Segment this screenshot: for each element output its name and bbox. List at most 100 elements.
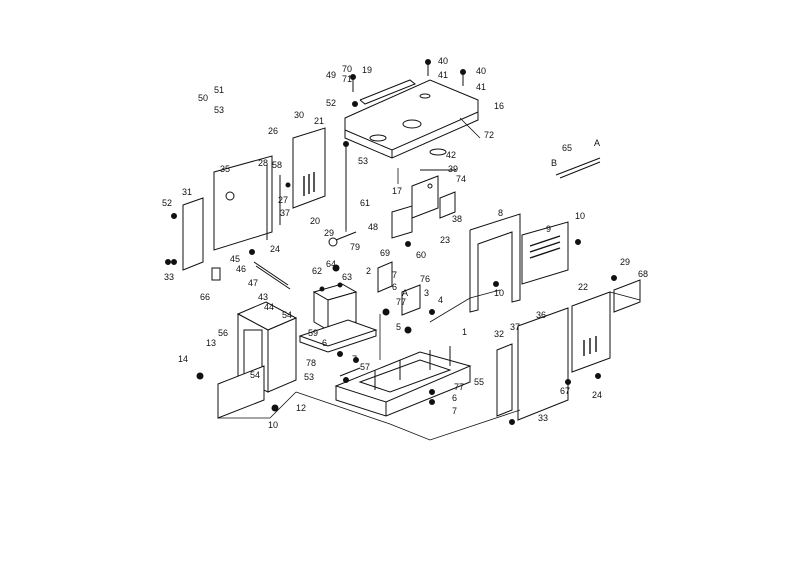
part-label-58: 58 [272, 160, 282, 170]
part-label-55: 55 [474, 377, 484, 387]
part-label-74: 74 [456, 174, 466, 184]
part-label-43: 43 [258, 292, 268, 302]
part-label-61: 61 [360, 198, 370, 208]
part-label-46: 46 [236, 264, 246, 274]
part-label-65: 65 [562, 143, 572, 153]
part-label-47: 47 [248, 278, 258, 288]
part-label-57: 57 [360, 362, 370, 372]
part-label-6b: 6 [322, 338, 327, 348]
part-label-68: 68 [638, 269, 648, 279]
part-label-72: 72 [484, 130, 494, 140]
part-label-9: 9 [546, 224, 551, 234]
part-label-10c: 10 [268, 420, 278, 430]
part-label-37b: 37 [510, 322, 520, 332]
part-label-54a: 54 [282, 310, 292, 320]
part-label-33a: 33 [164, 272, 174, 282]
part-label-52b: 52 [162, 198, 172, 208]
part-label-16: 16 [494, 101, 504, 111]
part-label-2: 2 [366, 266, 371, 276]
part-label-14: 14 [178, 354, 188, 364]
part-label-28: 28 [258, 158, 268, 168]
part-label-77b: 77 [454, 382, 464, 392]
part-label-30: 30 [294, 110, 304, 120]
part-label-45: 45 [230, 254, 240, 264]
part-label-7b: 7 [352, 354, 357, 364]
part-label-41a: 41 [438, 70, 448, 80]
part-label-6a: 6 [392, 282, 397, 292]
part-label-10a: 10 [575, 211, 585, 221]
part-label-66: 66 [200, 292, 210, 302]
part-label-49: 49 [326, 70, 336, 80]
bracket-assembly [391, 169, 456, 239]
part-label-27: 27 [278, 195, 288, 205]
part-label-23: 23 [440, 235, 450, 245]
part-label-53b: 53 [358, 156, 368, 166]
part-label-42: 42 [446, 150, 456, 160]
part-label-54b: 54 [250, 370, 260, 380]
part-label-62: 62 [312, 266, 322, 276]
part-label-3: 3 [424, 288, 429, 298]
part-label-21: 21 [314, 116, 324, 126]
part-label-24b: 24 [592, 390, 602, 400]
part-label-26: 26 [268, 126, 278, 136]
part-label-41b: 41 [476, 82, 486, 92]
part-label-53c: 53 [304, 372, 314, 382]
part-label-32: 32 [494, 329, 504, 339]
part-label-10b: 10 [494, 288, 504, 298]
part-label-59: 59 [308, 328, 318, 338]
part-label-39: 39 [448, 164, 458, 174]
part-label-7c: 7 [452, 406, 457, 416]
part-label-17: 17 [392, 186, 402, 196]
part-label-52a: 52 [326, 98, 336, 108]
part-label-70: 70 [342, 64, 352, 74]
part-label-38: 38 [452, 214, 462, 224]
part-label-63: 63 [342, 272, 352, 282]
part-label-A: A [594, 138, 600, 148]
part-label-40b: 40 [476, 66, 486, 76]
battery-tray [298, 319, 378, 353]
top-cover-plate [344, 79, 481, 159]
right-panels [496, 275, 641, 421]
part-label-79: 79 [350, 242, 360, 252]
part-label-56: 56 [218, 328, 228, 338]
part-label-40a: 40 [438, 56, 448, 66]
part-label-19: 19 [362, 65, 372, 75]
part-label-20: 20 [310, 216, 320, 226]
part-label-4: 4 [438, 295, 443, 305]
part-label-69: 69 [380, 248, 390, 258]
part-label-13: 13 [206, 338, 216, 348]
part-label-71: 71 [342, 74, 352, 84]
part-label-35: 35 [220, 164, 230, 174]
part-label-12: 12 [296, 403, 306, 413]
front-left-panel [196, 301, 298, 419]
part-label-B: B [551, 158, 557, 168]
part-label-67: 67 [560, 386, 570, 396]
part-label-48: 48 [368, 222, 378, 232]
part-label-8: 8 [498, 208, 503, 218]
part-label-77a: 77 [396, 297, 406, 307]
part-label-50: 50 [198, 93, 208, 103]
base-frame [334, 346, 472, 417]
misc-parts [165, 231, 581, 425]
part-label-76: 76 [420, 274, 430, 284]
part-label-29a: 29 [324, 228, 334, 238]
part-label-44: 44 [264, 302, 274, 312]
rod-assembly [555, 157, 601, 179]
part-label-37a: 37 [280, 208, 290, 218]
leader-lines [218, 160, 641, 441]
part-label-51: 51 [214, 85, 224, 95]
part-label-78: 78 [306, 358, 316, 368]
part-label-5: 5 [396, 322, 401, 332]
part-label-36: 36 [536, 310, 546, 320]
part-label-1: 1 [462, 327, 467, 337]
part-label-22: 22 [578, 282, 588, 292]
part-label-33b: 33 [538, 413, 548, 423]
part-label-64: 64 [326, 259, 336, 269]
part-label-60: 60 [416, 250, 426, 260]
part-label-29b: 29 [620, 257, 630, 267]
side-frame [469, 213, 569, 313]
part-label-6c: 6 [452, 393, 457, 403]
part-label-7a: 7 [392, 270, 397, 280]
